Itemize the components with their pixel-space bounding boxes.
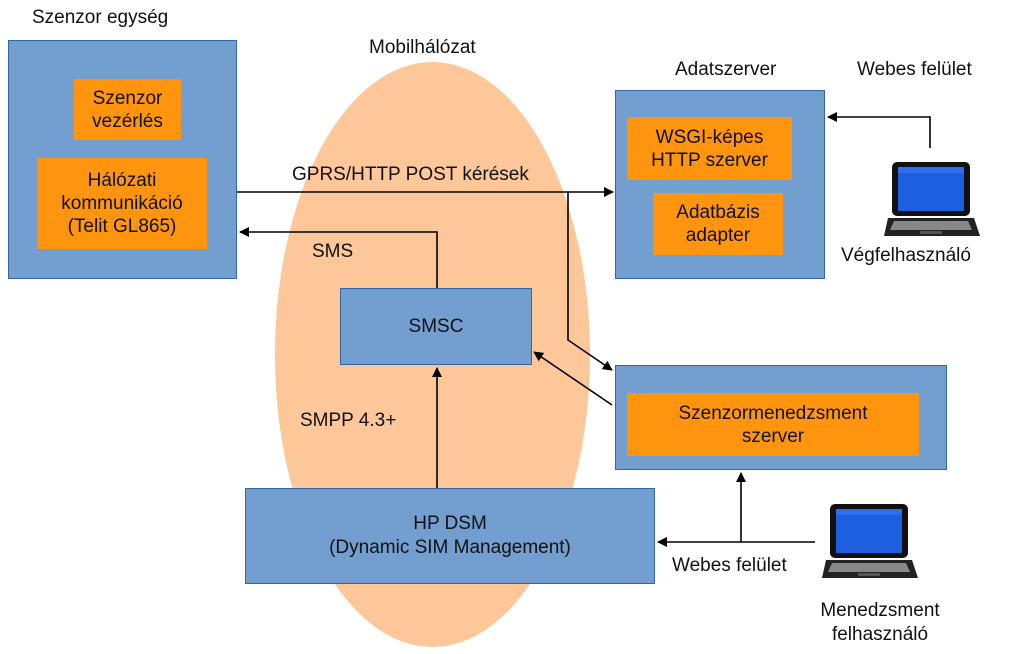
enduser-web-arrow [827, 112, 931, 148]
sms-label: SMS [312, 241, 354, 262]
end-user-label: Végfelhasználó [841, 245, 971, 266]
gprs-branch-arrow [567, 192, 613, 371]
data-server-title: Adatszerver [675, 59, 777, 80]
network-communication-box: Hálózati kommunikáció (Telit GL865) [37, 158, 207, 249]
smsc-label: SMSC [408, 315, 464, 337]
sensor-control-box: Szenzor vezérlés [74, 79, 181, 140]
sensor-unit-title: Szenzor egység [32, 7, 169, 28]
hp-dsm-line2: (Dynamic SIM Management) [329, 537, 571, 558]
mgmt-to-smsc-arrow [533, 351, 613, 406]
network-comm-line2: kommunikáció [61, 193, 183, 214]
mobile-network-title: Mobilhálózat [369, 37, 476, 58]
sensor-mgmt-line2: szerver [741, 425, 805, 447]
sensor-mgmt-line1: Szenzormenedzsment [678, 402, 868, 424]
gprs-label: GPRS/HTTP POST kérések [292, 164, 529, 185]
web-ui-label-top: Webes felület [857, 59, 972, 80]
wsgi-http-server-box: WSGI-képes HTTP szerver [627, 117, 792, 180]
manager-user-label: Menedzsment felhasználó [795, 599, 965, 647]
db-line2: adapter [685, 225, 751, 246]
hp-dsm-line1: HP DSM [413, 513, 487, 534]
manager-user-line1: Menedzsment [820, 600, 940, 621]
smpp-label: SMPP 4.3+ [300, 410, 397, 431]
smsc-box: SMSC [340, 288, 532, 365]
database-adapter-box: Adatbázis adapter [653, 193, 783, 255]
sensor-management-server: Szenzormenedzsment szerver [627, 393, 919, 456]
sensor-control-line2: vezérlés [92, 110, 163, 132]
laptop-icon [822, 504, 918, 578]
sms-arrow [239, 227, 438, 288]
web-ui-label-bottom: Webes felület [672, 554, 787, 578]
network-comm-line1: Hálózati [87, 170, 157, 191]
sensor-control-line1: Szenzor [92, 87, 163, 109]
manager-user-line2: felhasználó [831, 624, 929, 645]
hp-dsm-box: HP DSM (Dynamic SIM Management) [245, 488, 655, 584]
db-line1: Adatbázis [676, 202, 760, 223]
wsgi-line1: WSGI-képes [655, 126, 764, 148]
laptop-icon [884, 162, 980, 236]
network-comm-line3: (Telit GL865) [67, 216, 177, 237]
wsgi-line2: HTTP szerver [651, 149, 768, 171]
